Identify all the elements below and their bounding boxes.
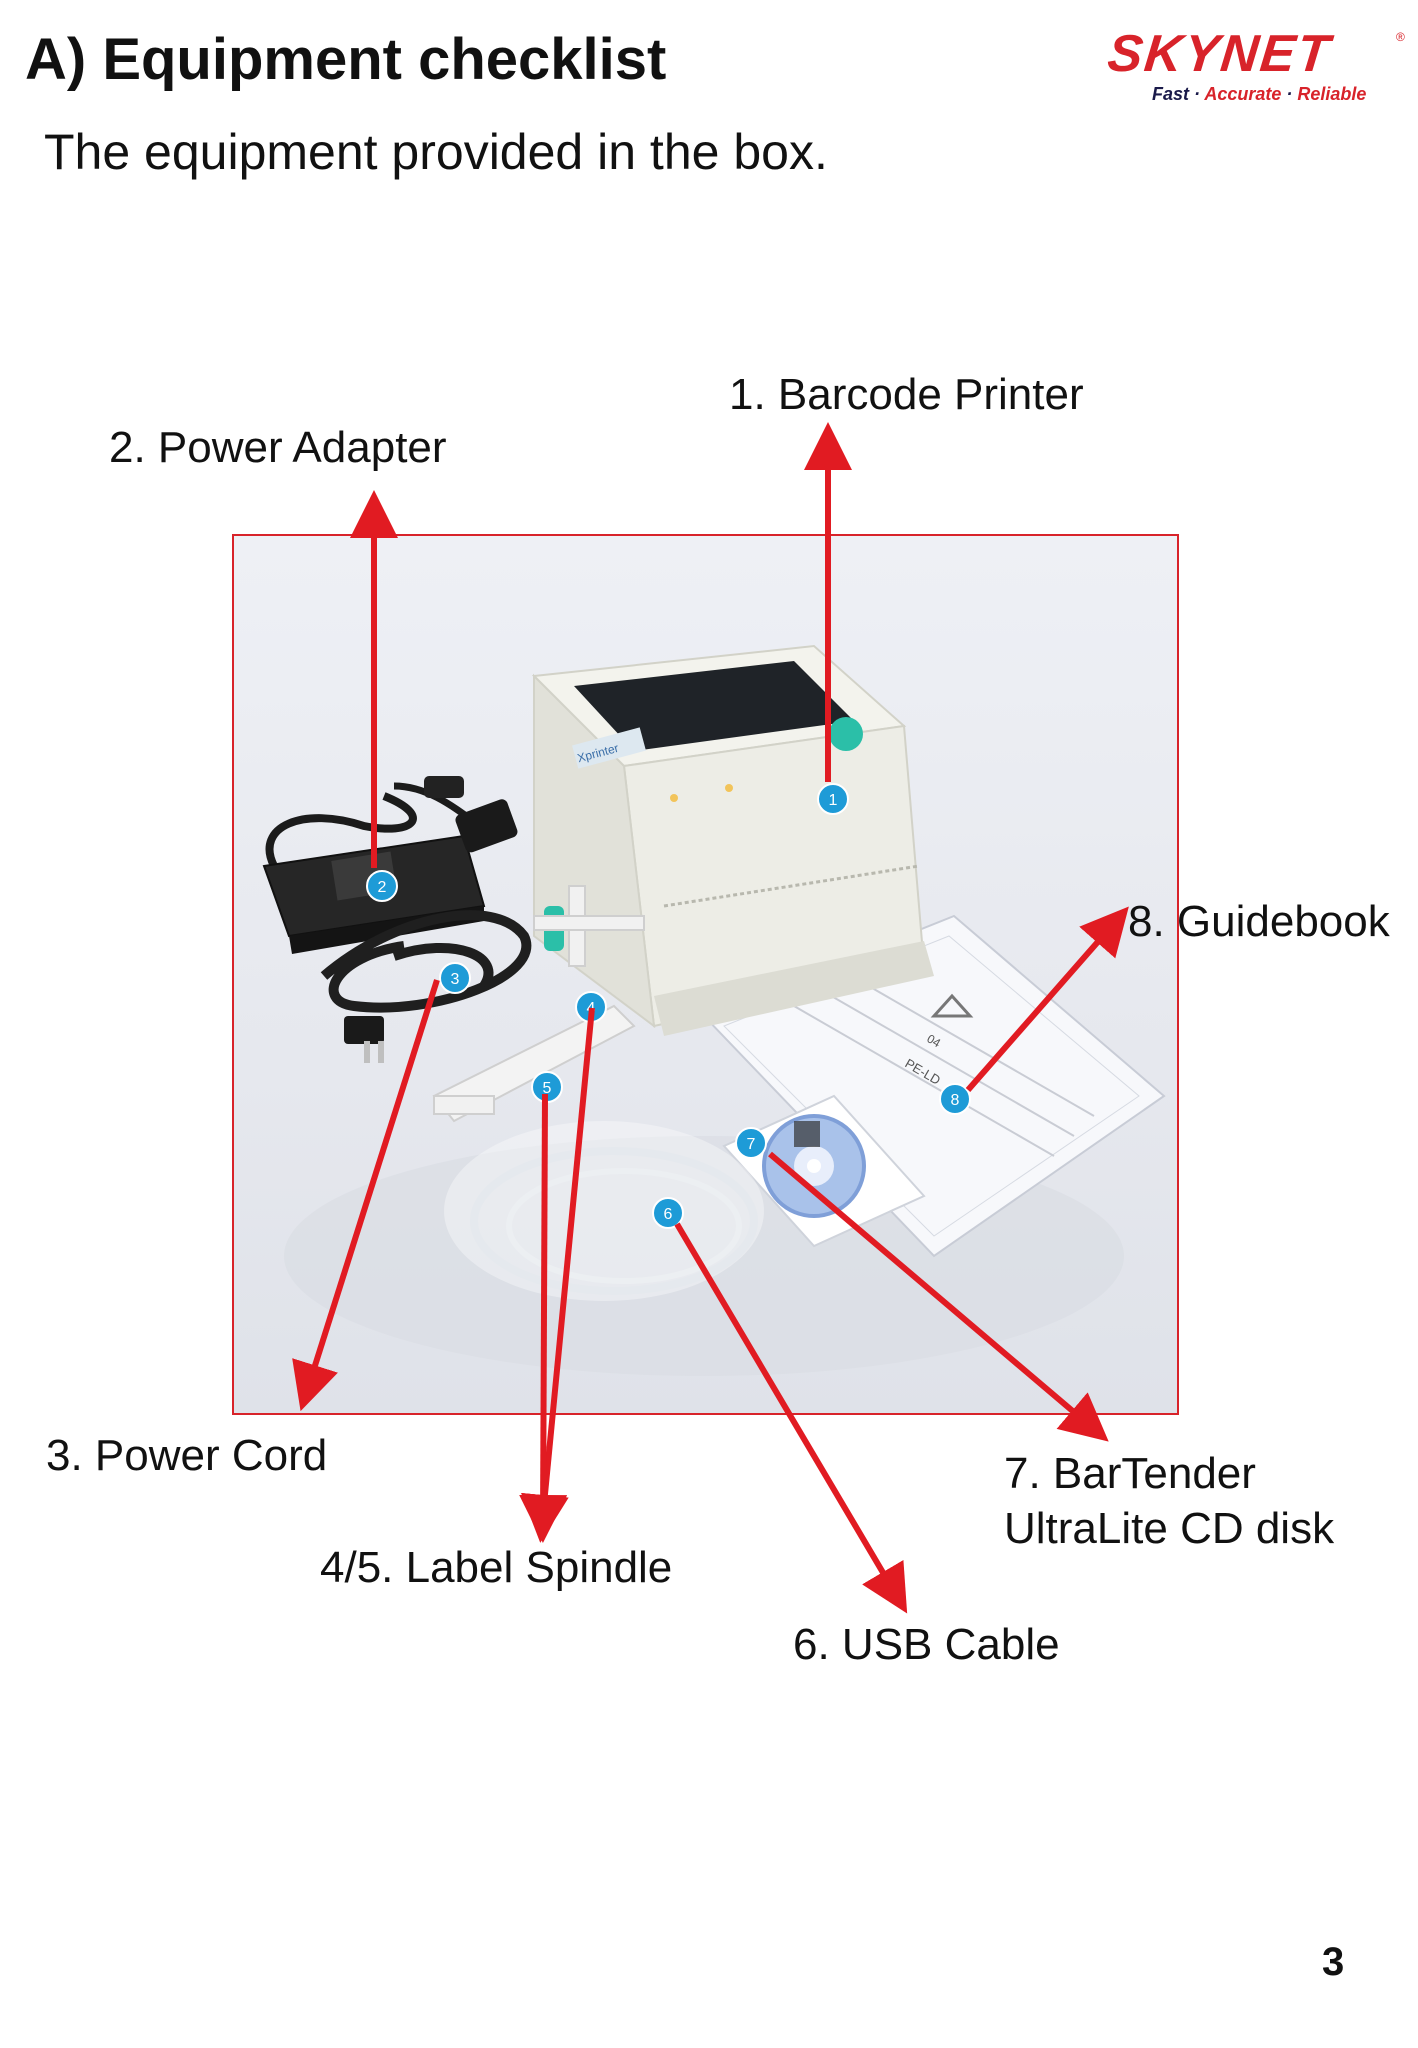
marker-2: 2 (366, 870, 398, 902)
label-power-adapter: 2. Power Adapter (109, 423, 447, 472)
label-guidebook: 8. Guidebook (1128, 897, 1390, 946)
logo-wordmark: SKYNET (1104, 25, 1334, 83)
marker-8: 8 (939, 1083, 971, 1115)
recycle-code: 04 (925, 1031, 944, 1050)
svg-text:8: 8 (951, 1092, 960, 1109)
svg-text:3: 3 (451, 971, 460, 988)
label-usb-cable: 6. USB Cable (793, 1620, 1060, 1669)
marker-6: 6 (652, 1197, 684, 1229)
page-title: A) Equipment checklist (25, 27, 667, 92)
marker-4: 4 (575, 991, 607, 1023)
page-number: 3 (1322, 1940, 1345, 1984)
marker-3: 3 (439, 962, 471, 994)
equipment-illustration: 04 PE-LD Xprinter (262, 644, 1166, 1376)
svg-text:2: 2 (378, 879, 387, 896)
svg-text:4: 4 (587, 1000, 596, 1017)
label-barcode-printer: 1. Barcode Printer (729, 370, 1084, 419)
marker-5: 5 (531, 1071, 563, 1103)
label-bartender-cd: 7. BarTender UltraLite CD disk (1004, 1449, 1335, 1553)
svg-text:1: 1 (829, 792, 838, 809)
barcode-printer-illustration: Xprinter (531, 644, 934, 1036)
equipment-photo: 04 PE-LD Xprinter (232, 534, 1179, 1415)
power-adapter-illustration (262, 776, 496, 954)
label-label-spindle: 4/5. Label Spindle (320, 1543, 673, 1592)
skynet-logo: SKYNET ® Fast · Accurate · Reliable (1104, 25, 1408, 108)
svg-text:6: 6 (664, 1206, 673, 1223)
label-power-cord: 3. Power Cord (46, 1431, 328, 1480)
svg-text:5: 5 (543, 1080, 552, 1097)
page-subtitle: The equipment provided in the box. (44, 124, 828, 180)
logo-tagline: Fast · Accurate · Reliable (1152, 84, 1367, 104)
marker-7: 7 (735, 1127, 767, 1159)
marker-1: 1 (817, 783, 849, 815)
registered-mark-icon: ® (1396, 30, 1405, 44)
svg-text:7: 7 (747, 1136, 756, 1153)
usb-cable-illustration (444, 1121, 764, 1301)
